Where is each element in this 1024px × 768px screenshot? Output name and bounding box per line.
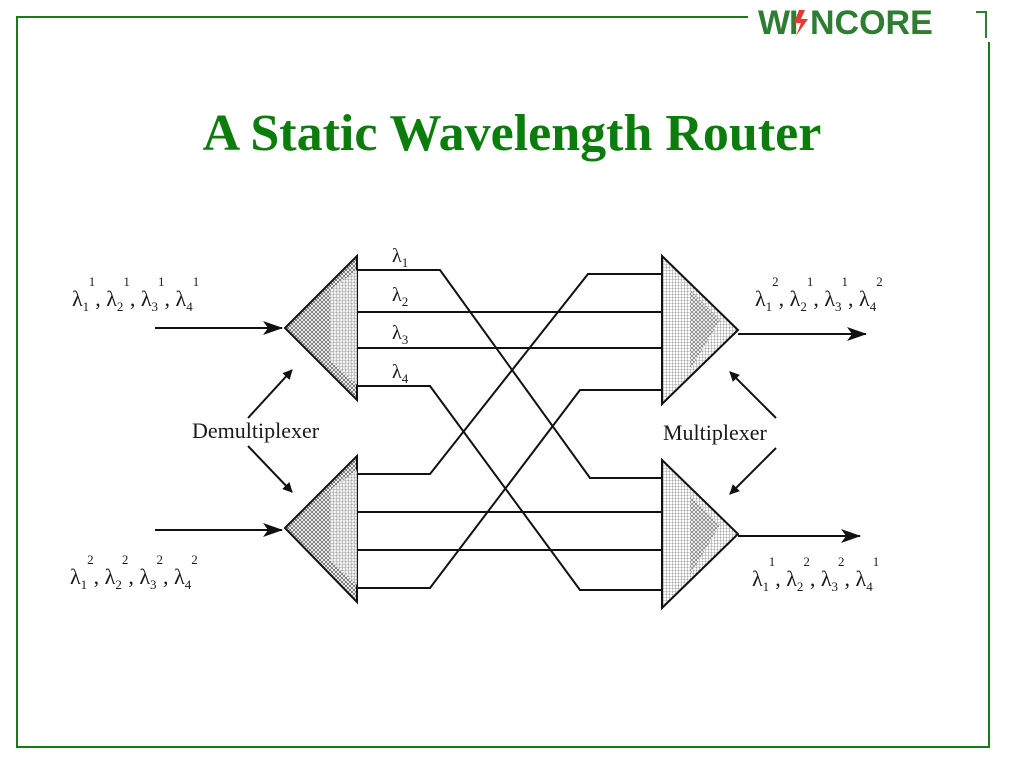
mux-pointer-top — [729, 371, 777, 419]
multiplexer-label: Multiplexer — [663, 420, 768, 445]
svg-text:λ3: λ3 — [392, 322, 408, 347]
wavelength-label-3: λ3 — [392, 322, 408, 347]
demux-pointer-bottom — [247, 445, 293, 493]
svg-text:λ2: λ2 — [392, 284, 408, 309]
svg-text:λ1: λ1 — [392, 245, 408, 270]
multiplexer-bottom — [661, 457, 740, 611]
output-bottom-label: λ11, λ22, λ32, λ41 — [752, 554, 879, 594]
demultiplexer-label: Demultiplexer — [192, 418, 320, 443]
channel-lambda1-top — [357, 269, 662, 479]
channel-lambda4-bottom — [357, 389, 662, 589]
wavelength-label-4: λ4 — [392, 361, 409, 386]
demultiplexer-bottom — [283, 453, 358, 605]
input-bottom-label: λ12, λ22, λ32, λ42 — [70, 552, 198, 592]
svg-text:NCORE: NCORE — [810, 4, 933, 40]
page-title: A Static Wavelength Router — [202, 105, 822, 162]
svg-text:W: W — [758, 4, 791, 40]
wavelength-label-1: λ1 — [392, 245, 408, 270]
svg-text:I: I — [789, 4, 798, 40]
svg-text:λ4: λ4 — [392, 361, 409, 386]
channel-lambda4-top — [357, 385, 662, 591]
demultiplexer-top — [283, 253, 358, 403]
input-top-label: λ11, λ21, λ31, λ41 — [72, 274, 199, 314]
multiplexer-top — [661, 253, 740, 407]
mux-pointer-bottom — [729, 447, 777, 495]
demux-pointer-top — [247, 369, 293, 419]
output-top-label: λ12, λ21, λ31, λ42 — [755, 274, 883, 314]
wavelength-label-2: λ2 — [392, 284, 408, 309]
slide-frame — [16, 16, 990, 748]
wincore-logo-image: W I NCORE — [758, 4, 987, 40]
wincore-logo: W I NCORE — [748, 2, 1000, 42]
channel-lambda1-bottom — [357, 273, 662, 475]
